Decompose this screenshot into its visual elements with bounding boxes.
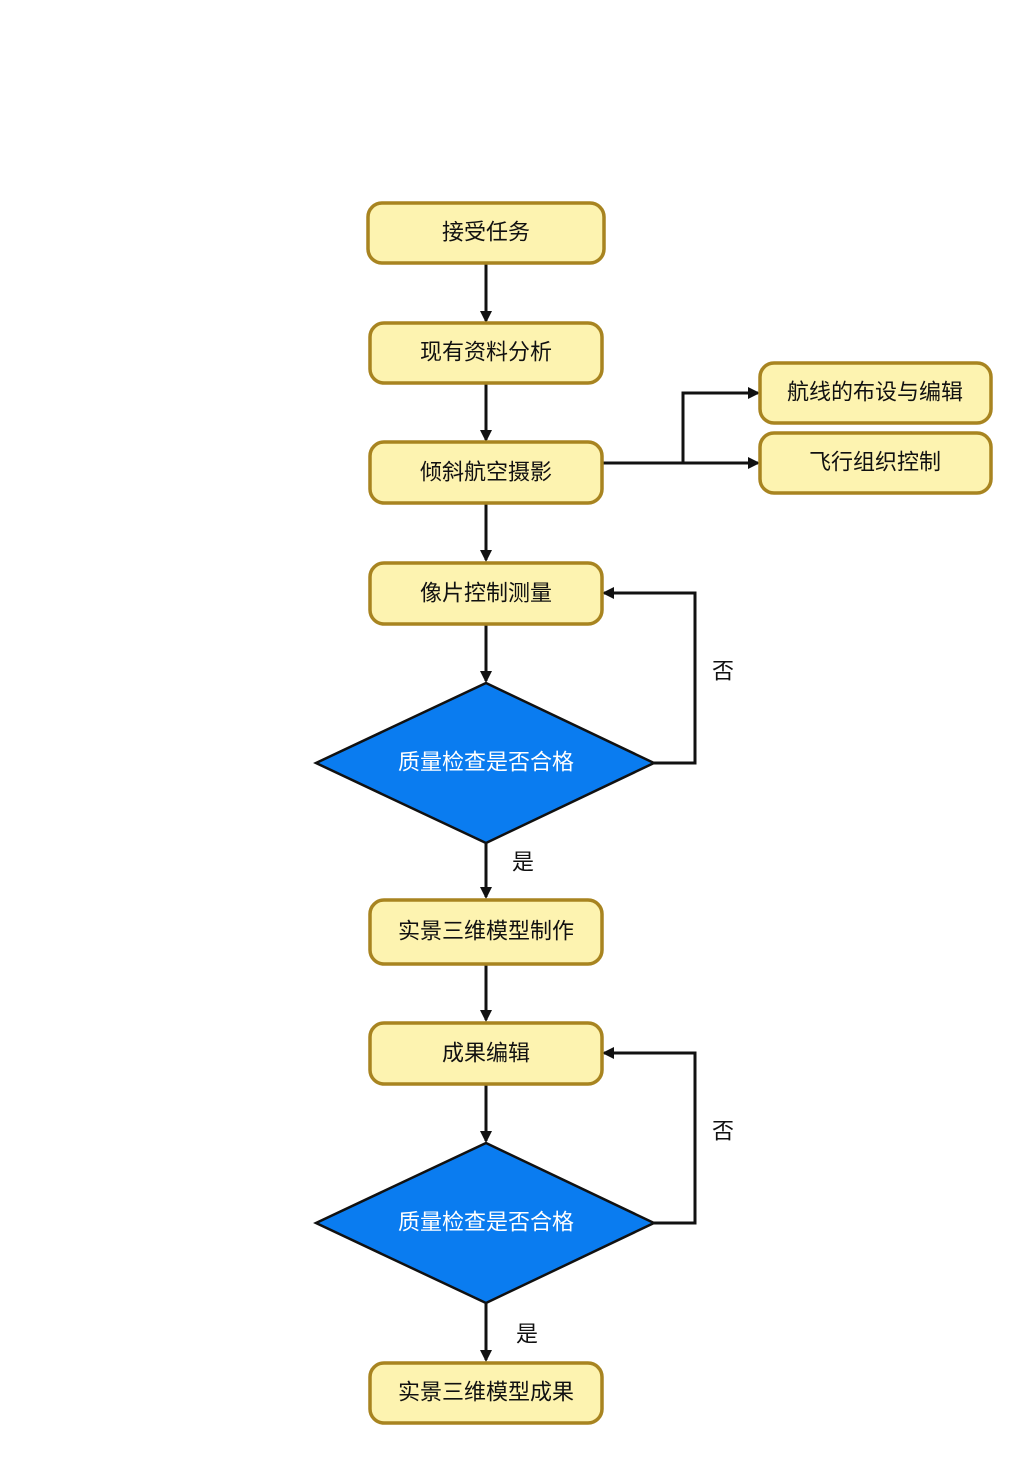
node-model-production-label: 实景三维模型制作 bbox=[398, 920, 574, 945]
node-quality-check-2: 质量检查是否合格 bbox=[313, 1141, 657, 1305]
node-model-result-label: 实景三维模型成果 bbox=[398, 1381, 574, 1406]
node-receive-task: 接受任务 bbox=[366, 201, 606, 265]
node-route-design: 航线的布设与编辑 bbox=[758, 361, 993, 425]
node-oblique-photography-label: 倾斜航空摄影 bbox=[420, 461, 552, 486]
node-oblique-photography: 倾斜航空摄影 bbox=[368, 440, 604, 505]
node-model-result: 实景三维模型成果 bbox=[368, 1361, 604, 1425]
edge-photography-to-route bbox=[681, 387, 760, 463]
node-data-analysis-label: 现有资料分析 bbox=[420, 341, 552, 366]
node-result-editing: 成果编辑 bbox=[368, 1021, 604, 1086]
node-photo-control-label: 像片控制测量 bbox=[420, 582, 552, 607]
node-data-analysis: 现有资料分析 bbox=[368, 321, 604, 385]
node-quality-check-2-label: 质量检查是否合格 bbox=[398, 1211, 574, 1236]
edge-label-yes-2: 是 bbox=[516, 1323, 538, 1348]
node-result-editing-label: 成果编辑 bbox=[442, 1042, 530, 1067]
node-route-design-label: 航线的布设与编辑 bbox=[787, 381, 963, 406]
edge-label-no-2: 否 bbox=[712, 1120, 734, 1145]
node-photo-control: 像片控制测量 bbox=[368, 561, 604, 626]
edge-label-yes-1: 是 bbox=[512, 851, 534, 876]
node-model-production: 实景三维模型制作 bbox=[368, 898, 604, 966]
node-quality-check-1: 质量检查是否合格 bbox=[313, 681, 657, 845]
edge-label-no-1: 否 bbox=[712, 660, 734, 685]
edge-check1-no-loop bbox=[602, 587, 697, 765]
node-quality-check-1-label: 质量检查是否合格 bbox=[398, 751, 574, 776]
node-flight-control-label: 飞行组织控制 bbox=[809, 451, 941, 476]
node-receive-task-label: 接受任务 bbox=[442, 221, 530, 246]
node-flight-control: 飞行组织控制 bbox=[758, 431, 993, 495]
edge-check2-no-loop bbox=[602, 1047, 697, 1225]
